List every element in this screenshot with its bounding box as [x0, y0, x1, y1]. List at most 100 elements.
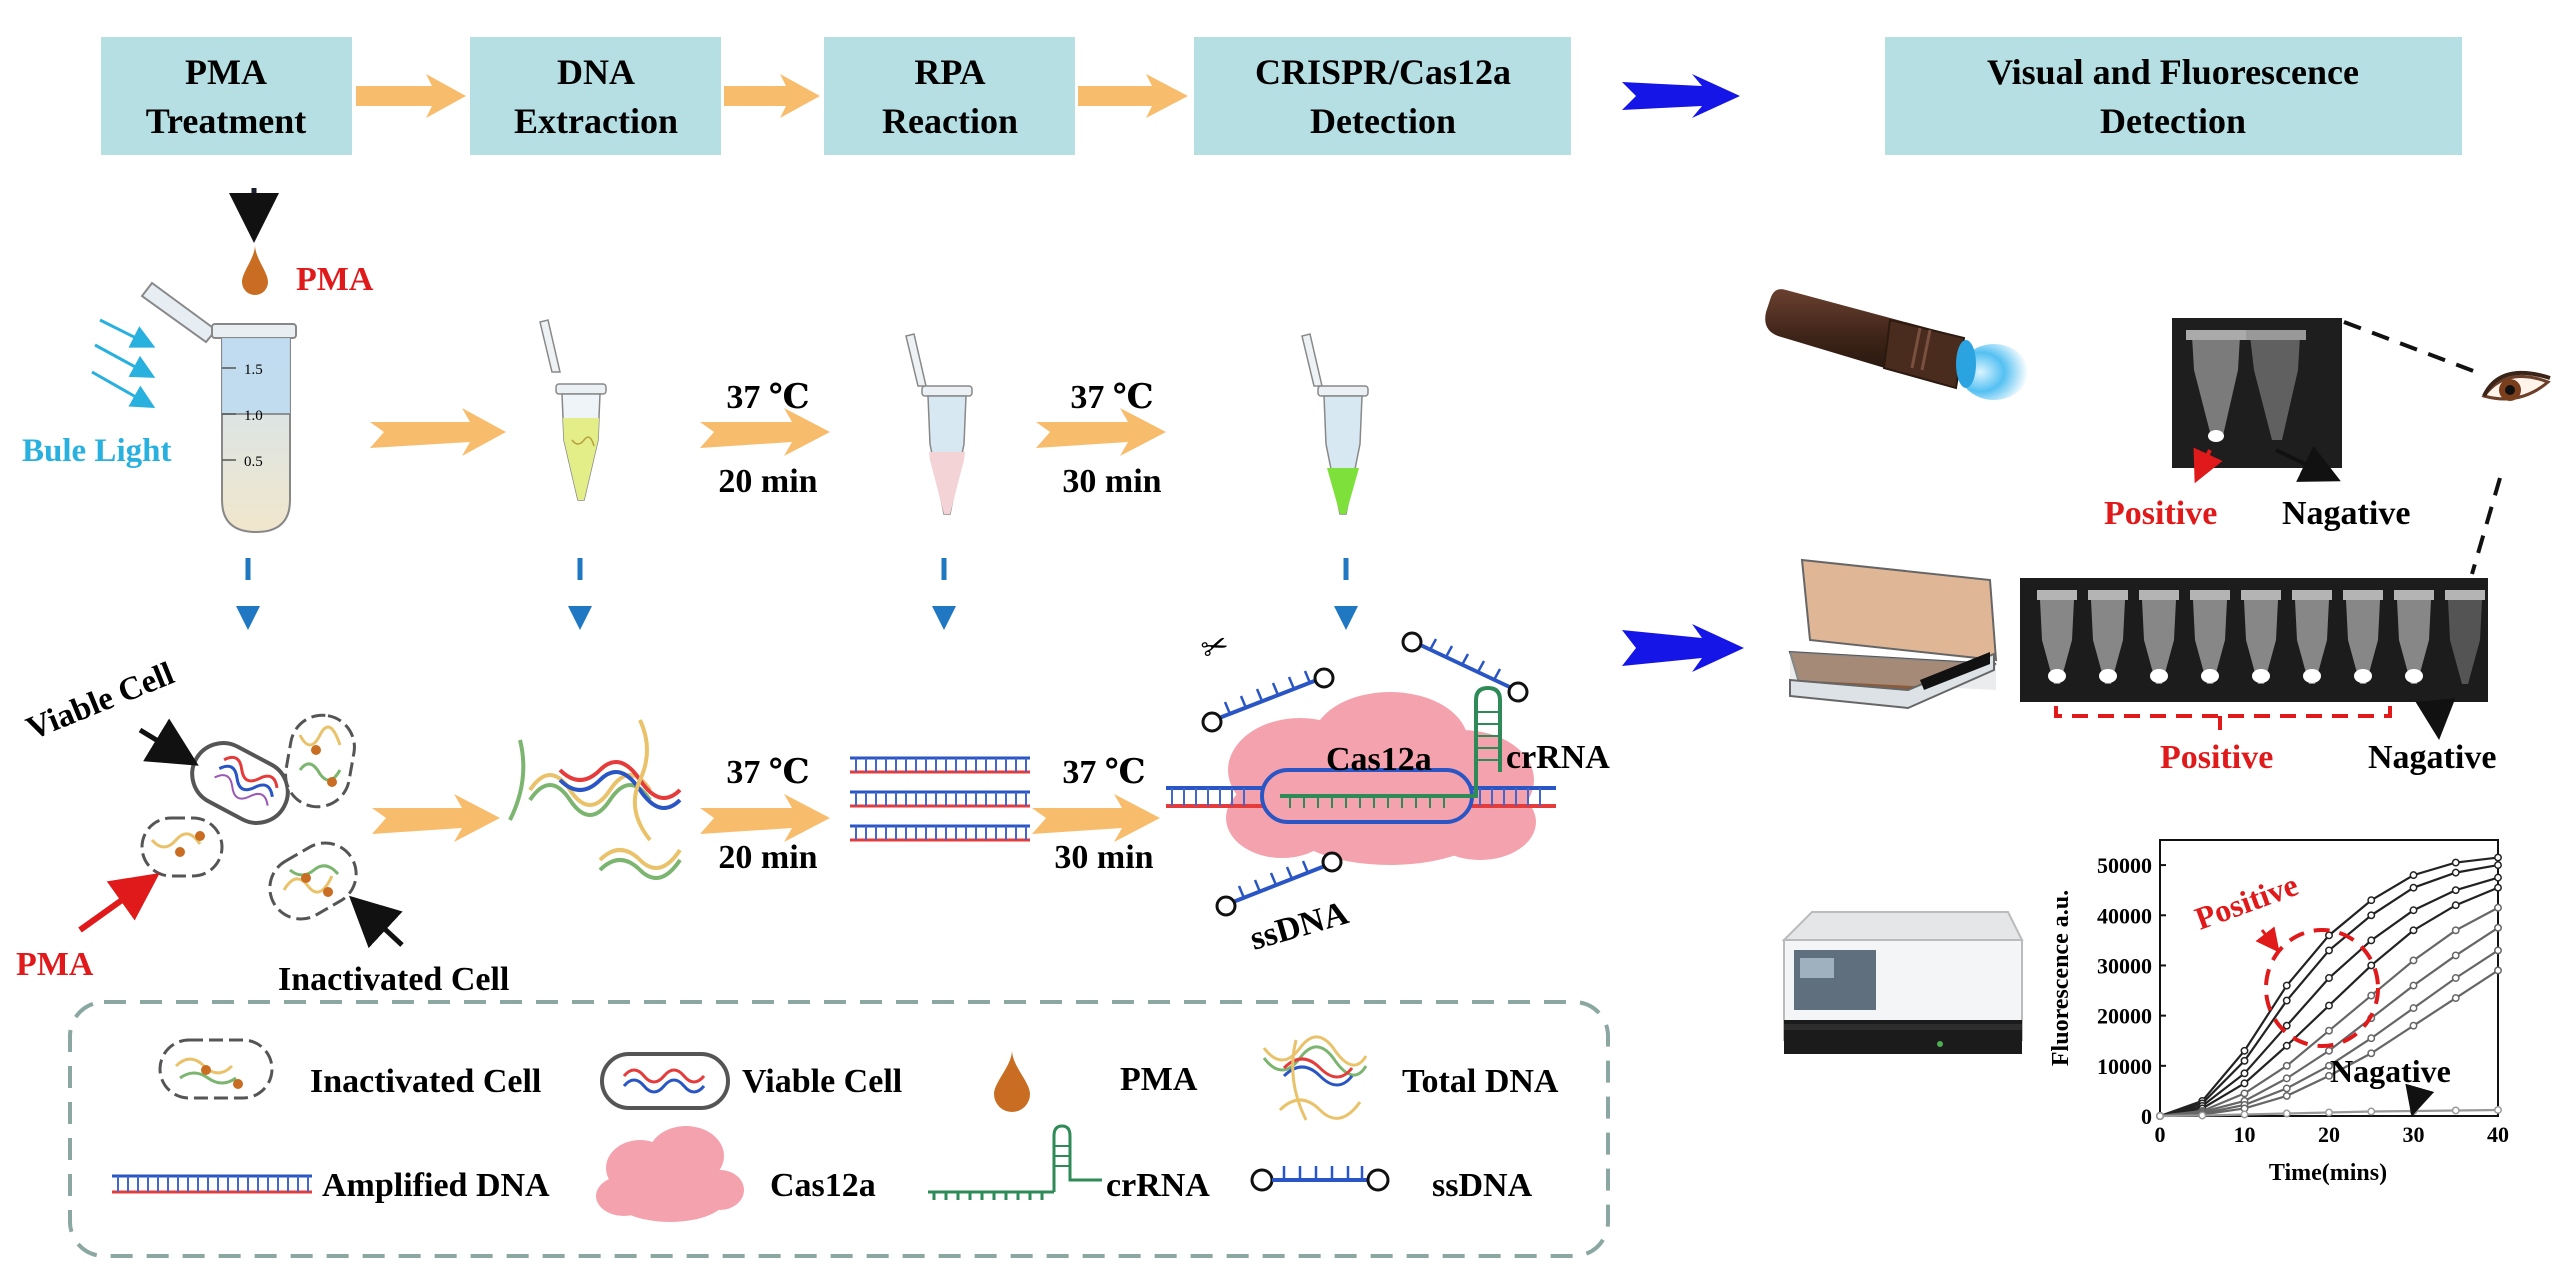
strip-tube-cap [2037, 590, 2077, 600]
condition-2-temp: 37 ℃ [1070, 379, 1153, 416]
x-tick-label: 30 [2403, 1122, 2425, 1147]
chart-positive-arrow-icon [2255, 926, 2280, 953]
orange-arrow-icon [700, 794, 830, 842]
step-rpa-reaction: RPA Reaction [824, 37, 1075, 155]
extraction-tube-icon [539, 319, 607, 501]
chart-point [2409, 906, 2418, 915]
condition-2-time: 30 min [1062, 463, 1161, 500]
strip-tube-glow [2150, 669, 2168, 683]
step-crispr-detection-line1: CRISPR/Cas12a [1255, 52, 1511, 92]
crrna-label: crRNA [1506, 739, 1610, 776]
viable-cell-label: Viable Cell [22, 656, 180, 748]
strip-tube-cap [2292, 590, 2332, 600]
chart-point [2494, 903, 2502, 912]
blue-arrow-icon [1622, 74, 1740, 118]
strip-tube-cap [2241, 590, 2281, 600]
chart-point [2494, 873, 2502, 882]
strip-tube-cap [2343, 590, 2383, 600]
tube-mark-1-5: 1.5 [244, 362, 263, 378]
step-crispr-detection: CRISPR/Cas12a Detection [1194, 37, 1571, 155]
total-dna-icon [508, 719, 682, 880]
legend-box [68, 1000, 1610, 1258]
legend-pma-label: PMA [1120, 1061, 1198, 1098]
inactivated-cell-icon [284, 713, 356, 809]
chart-point [2409, 883, 2418, 892]
chart-point [2282, 1041, 2291, 1050]
amplified-dna-icon [848, 756, 1032, 842]
orange-arrow-icon [700, 408, 830, 456]
tube-mark-1-0: 1.0 [244, 408, 263, 424]
cas12a-label: Cas12a [1326, 741, 1432, 778]
chart-negative-arrow-icon [2405, 1083, 2435, 1117]
legend-viable-cell-icon [600, 1052, 730, 1110]
chart-point [2325, 946, 2333, 955]
flashlight-icon [1765, 289, 2028, 400]
big-tube-icon: 1.5 1.0 0.5 [140, 281, 297, 534]
chart-point [2494, 923, 2502, 932]
chart-point [2282, 996, 2291, 1005]
chart-point [2451, 994, 2460, 1003]
chart-point [2367, 1034, 2376, 1043]
legend-viable-cell-label: Viable Cell [742, 1063, 902, 1100]
blue-arrow-icon [1622, 624, 1744, 672]
positive-bracket [2054, 706, 2392, 718]
chart-point [2325, 1026, 2333, 1035]
chart-point [2240, 1046, 2249, 1055]
chart-point [2451, 951, 2460, 960]
chart-point [2451, 1106, 2460, 1115]
y-tick-label: 30000 [2097, 953, 2152, 978]
step-arrows [356, 74, 1188, 118]
step-visual-fluorescence-line1: Visual and Fluorescence [1987, 52, 2359, 92]
chart-point [2367, 1049, 2376, 1058]
rpa-tube-icon [905, 333, 973, 515]
chart-point [2282, 981, 2291, 990]
chart-point [2494, 883, 2502, 892]
negative-top-label: Nagative [2282, 495, 2410, 532]
down-arrow-icon [236, 606, 260, 630]
strip-tube [2091, 600, 2125, 684]
orange-arrow-icon [370, 408, 506, 456]
fluorescence-reader-icon [1781, 911, 2024, 1054]
strip-tube [2193, 600, 2227, 684]
strip-tube-cap [2394, 590, 2434, 600]
strip-tube-glow [2201, 669, 2219, 683]
y-tick-label: 0 [2141, 1104, 2152, 1129]
chart-point [2367, 961, 2376, 970]
strip-tube-cap [2139, 590, 2179, 600]
dashed-down-arrows [236, 558, 1358, 630]
chart-point [2198, 1111, 2207, 1120]
orange-arrow-icon [1032, 794, 1160, 842]
x-tick-label: 40 [2487, 1122, 2509, 1147]
ssdna-reporter-icon [1401, 631, 1529, 703]
inactivated-cell-icon [268, 841, 358, 921]
chart-point [2409, 956, 2418, 965]
condition-4-temp: 37 ℃ [1062, 754, 1145, 791]
chart-point [2367, 991, 2376, 1000]
chart-negative-annotation: Nagative [2330, 1053, 2451, 1089]
chart-point [2240, 1069, 2249, 1078]
chart-point [2325, 1108, 2333, 1117]
legend-ssdna-icon [1250, 1166, 1390, 1192]
chart-point [2282, 1061, 2291, 1070]
y-tick-label: 50000 [2097, 853, 2152, 878]
down-arrow-icon [568, 606, 592, 630]
chart-point [2240, 1056, 2249, 1065]
strip-tube-glow [2252, 669, 2270, 683]
positive-top-label: Positive [2104, 495, 2217, 532]
step-dna-extraction-line1: DNA [557, 52, 635, 92]
step-visual-fluorescence: Visual and Fluorescence Detection [1885, 37, 2462, 155]
chart-point [2494, 853, 2502, 862]
chart-point [2240, 1089, 2249, 1098]
strip-tubes [2037, 590, 2485, 684]
step-visual-fluorescence-line2: Detection [2100, 101, 2246, 141]
chart-ylabel: Fluorescence a.u. [2048, 890, 2074, 1066]
down-arrow-icon [932, 606, 956, 630]
legend-amplified-dna-label: Amplified DNA [322, 1167, 550, 1204]
inactivated-cell-label: Inactivated Cell [278, 961, 509, 998]
chart-point [2325, 1046, 2333, 1055]
chart-point [2325, 1071, 2333, 1080]
condition-1-temp: 37 ℃ [726, 379, 809, 416]
strip-tube-glow [2405, 669, 2423, 683]
step-pma-treatment-line1: PMA [185, 52, 267, 92]
y-tick-label: 20000 [2097, 1004, 2152, 1029]
